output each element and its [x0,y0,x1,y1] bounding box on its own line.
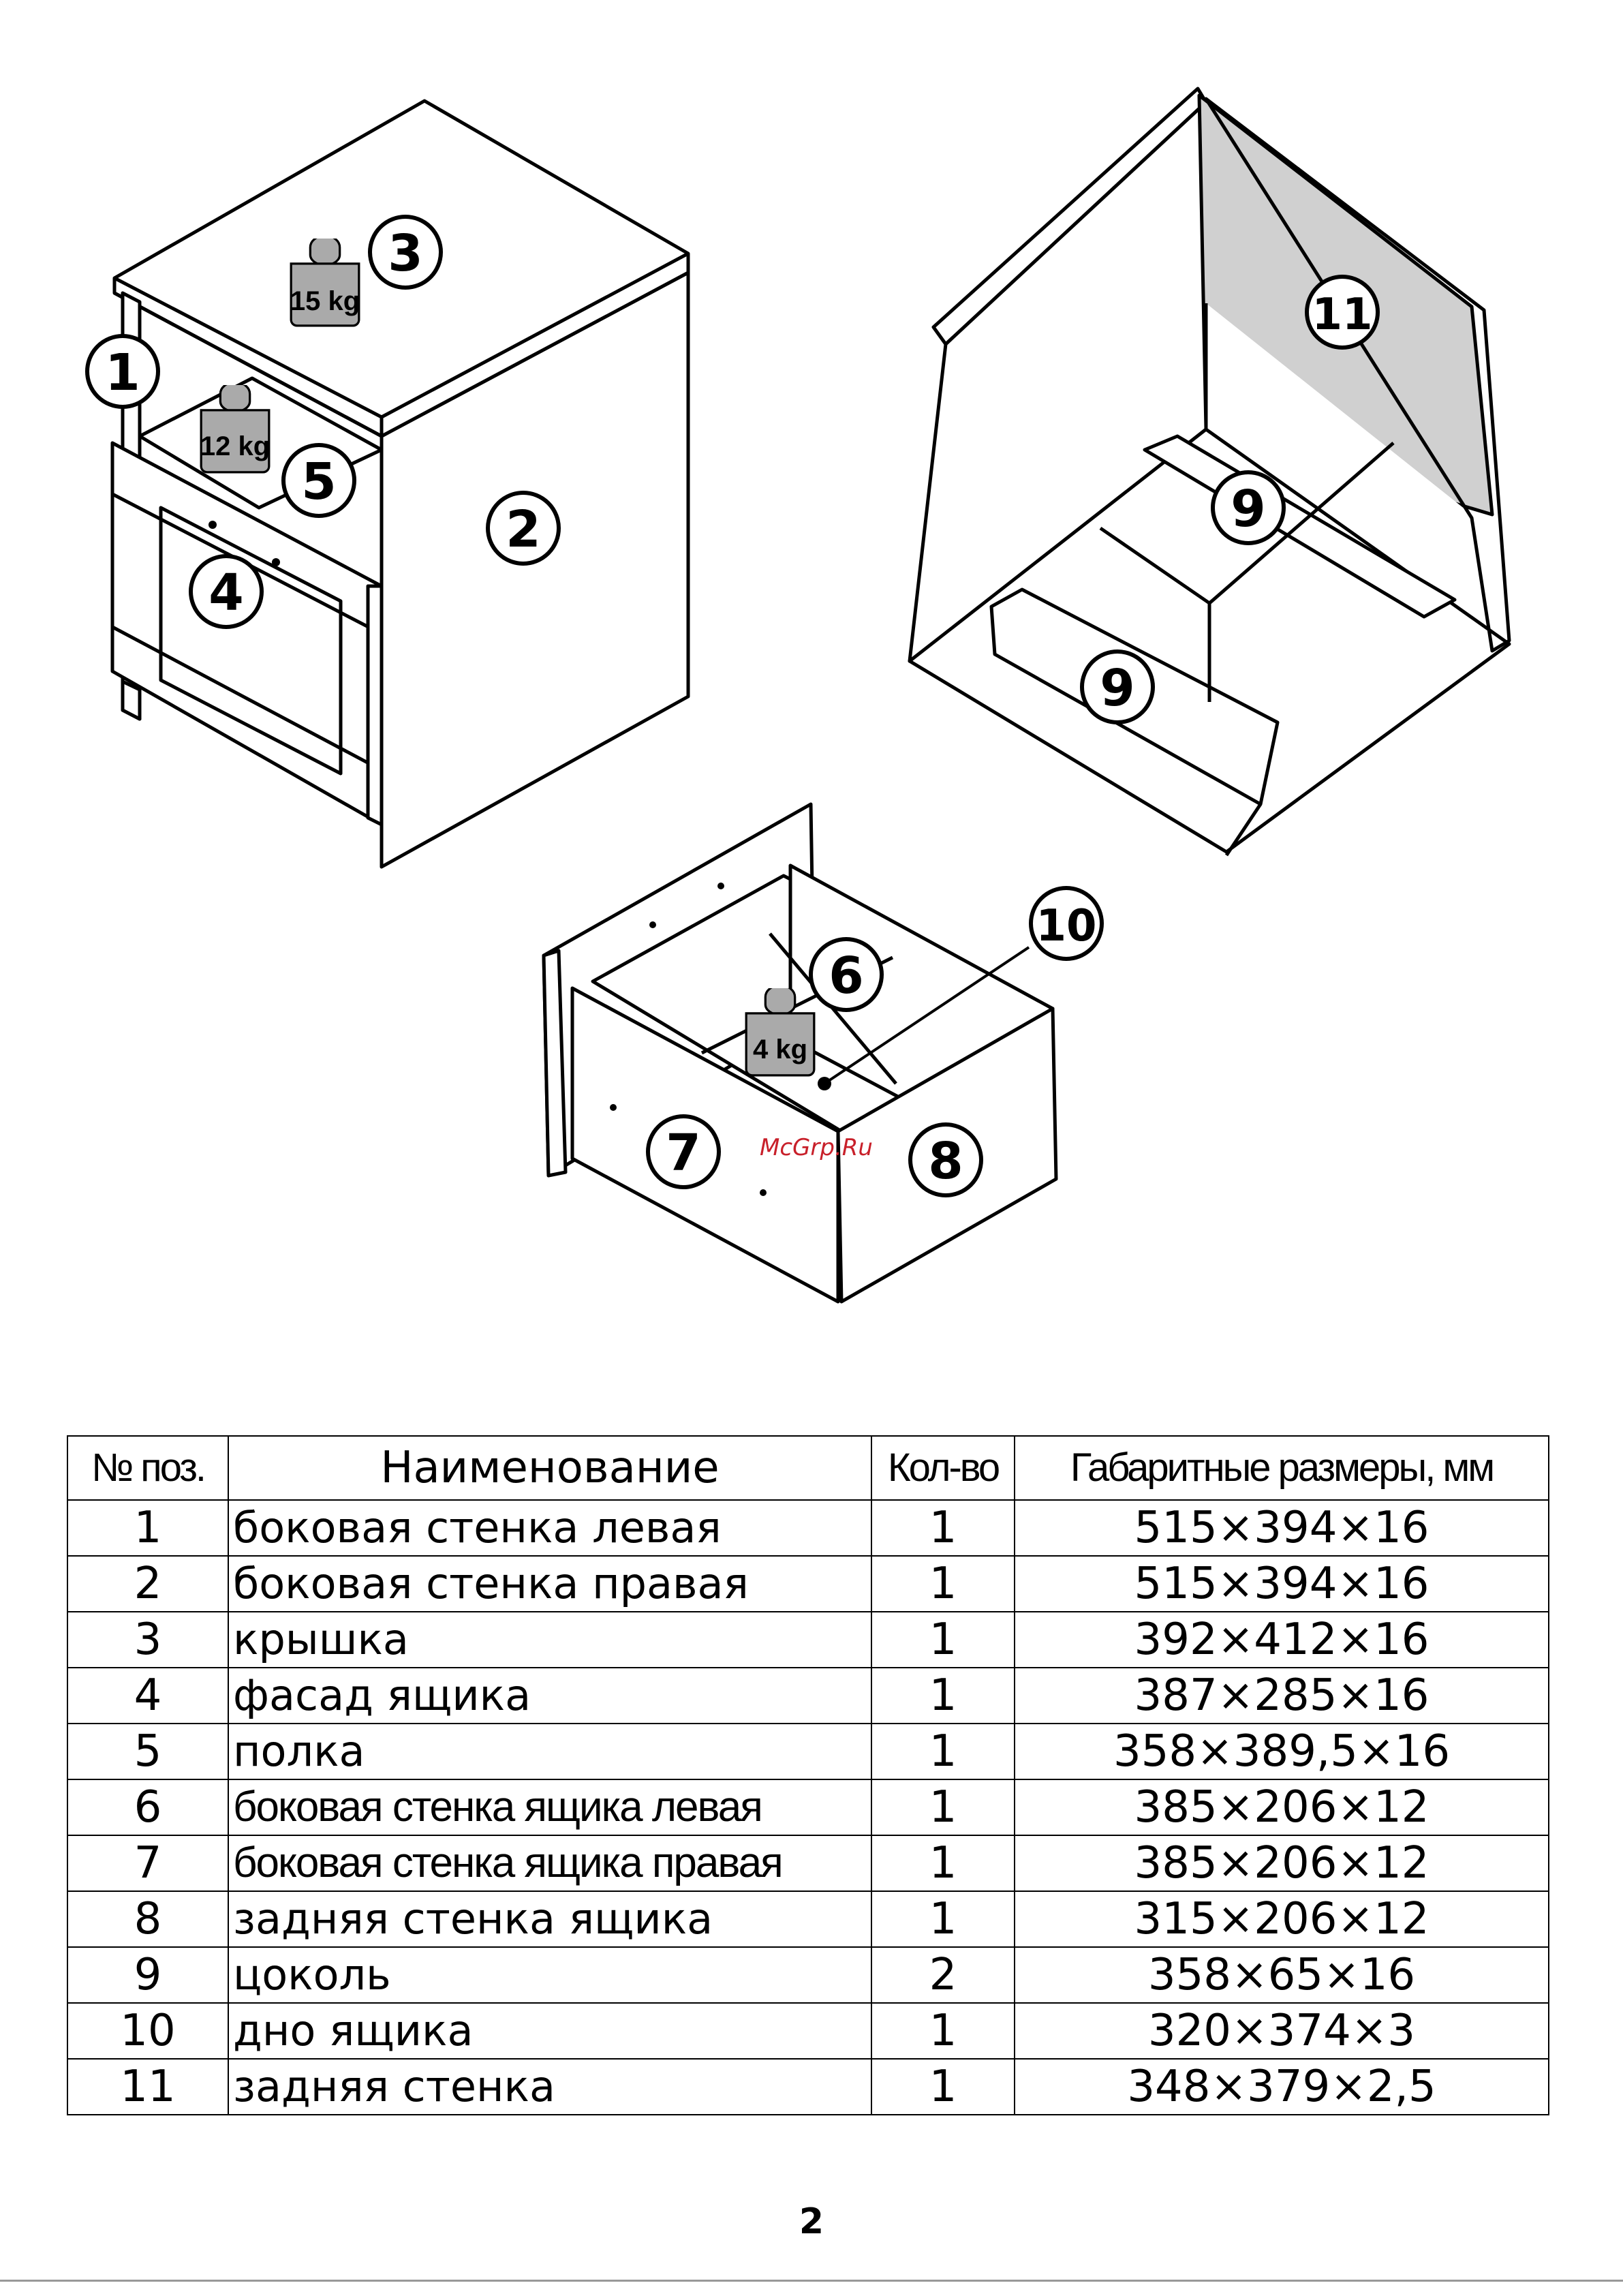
svg-text:6: 6 [829,947,864,1005]
cell-num: 2 [67,1555,229,1612]
callout-11 [1305,275,1380,350]
cell-name: задняя стенка [228,2058,872,2115]
header-num: № поз. [67,1435,229,1501]
cell-name: боковая стенка левая [228,1499,872,1557]
cell-qty: 1 [871,1779,1015,1836]
callout-7 [646,1114,721,1189]
header-dims: Габаритные размеры, мм [1014,1435,1549,1501]
cell-qty: 1 [871,2058,1015,2115]
svg-text:4 kg: 4 kg [753,1035,807,1065]
cell-name: боковая стенка ящика правая [228,1835,872,1892]
svg-text:5: 5 [301,453,337,511]
cell-dims: 515×394×16 [1014,1499,1549,1557]
svg-text:2: 2 [506,500,541,559]
cell-qty: 1 [871,1667,1015,1724]
svg-text:10: 10 [1036,901,1096,951]
cell-name: дно ящика [228,2002,872,2060]
header-qty: Кол-во [871,1435,1015,1501]
table-row: 1 боковая стенка левая 1 515×394×16 [67,1499,1549,1557]
svg-text:11: 11 [1312,290,1372,340]
callout-9a [1211,470,1286,545]
table-row: 5 полка 1 358×389,5×16 [67,1723,1549,1780]
cell-dims: 387×285×16 [1014,1667,1549,1724]
svg-text:7: 7 [666,1124,701,1182]
weight-icon-top: 15 kg [290,239,360,327]
watermark: McGrp.Ru [760,1134,873,1161]
cell-qty: 1 [871,1555,1015,1612]
cell-dims: 392×412×16 [1014,1611,1549,1668]
callout-4 [189,554,264,629]
cell-qty: 1 [871,2002,1015,2060]
svg-text:1: 1 [105,343,140,402]
callout-2 [486,491,561,566]
cell-dims: 315×206×12 [1014,1891,1549,1948]
cell-num: 6 [67,1779,229,1836]
nightstand-drawing [110,99,690,869]
table-row: 9 цоколь 2 358×65×16 [67,1946,1549,2004]
table-row: 10 дно ящика 1 320×374×3 [67,2002,1549,2060]
table-header-row: № поз. Наименование Кол-во Габаритные ра… [67,1435,1549,1501]
table-row: 6 боковая стенка ящика левая 1 385×206×1… [67,1779,1549,1836]
cell-name: боковая стенка ящика левая [228,1779,872,1836]
callout-5 [281,443,356,518]
table-row: 3 крышка 1 392×412×16 [67,1611,1549,1668]
cell-num: 9 [67,1946,229,2004]
cell-num: 3 [67,1611,229,1668]
page-number: 2 [799,2201,824,2242]
cell-num: 11 [67,2058,229,2115]
cell-dims: 515×394×16 [1014,1555,1549,1612]
cell-name: боковая стенка правая [228,1555,872,1612]
cell-dims: 320×374×3 [1014,2002,1549,2060]
svg-text:12 kg: 12 kg [200,431,270,461]
cell-name: фасад ящика [228,1667,872,1724]
cell-name: цоколь [228,1946,872,2004]
table-row: 8 задняя стенка ящика 1 315×206×12 [67,1891,1549,1948]
cell-num: 10 [67,2002,229,2060]
svg-text:4: 4 [208,564,244,622]
cell-dims: 358×389,5×16 [1014,1723,1549,1780]
parts-table: № поз. Наименование Кол-во Габаритные ра… [67,1435,1549,2115]
cell-dims: 348×379×2,5 [1014,2058,1549,2115]
cell-qty: 2 [871,1946,1015,2004]
cell-dims: 358×65×16 [1014,1946,1549,2004]
cell-num: 1 [67,1499,229,1557]
cell-num: 4 [67,1667,229,1724]
callout-10 [1029,886,1104,961]
cell-qty: 1 [871,1891,1015,1948]
callout-6 [809,937,884,1012]
cell-qty: 1 [871,1723,1015,1780]
cell-qty: 1 [871,1611,1015,1668]
callout-9b [1080,649,1155,724]
cell-num: 7 [67,1835,229,1892]
cell-name: задняя стенка ящика [228,1891,872,1948]
cell-num: 5 [67,1723,229,1780]
cell-dims: 385×206×12 [1014,1779,1549,1836]
cell-dims: 385×206×12 [1014,1835,1549,1892]
table-row: 11 задняя стенка 1 348×379×2,5 [67,2058,1549,2115]
table-row: 7 боковая стенка ящика правая 1 385×206×… [67,1835,1549,1892]
cell-num: 8 [67,1891,229,1948]
table-row: 4 фасад ящика 1 387×285×16 [67,1667,1549,1724]
header-name: Наименование [228,1435,872,1501]
svg-text:15 kg: 15 kg [290,286,360,316]
leader-line [823,946,1030,1085]
bottom-rule [0,2280,1623,2282]
svg-text:9: 9 [1231,480,1266,538]
callout-8 [908,1122,983,1197]
cell-name: крышка [228,1611,872,1668]
callouts [85,215,1380,1197]
weight-icon-shelf: 12 kg [200,385,270,474]
cell-qty: 1 [871,1499,1015,1557]
cell-name: полка [228,1723,872,1780]
cell-qty: 1 [871,1835,1015,1892]
svg-text:3: 3 [388,224,423,283]
table-row: 2 боковая стенка правая 1 515×394×16 [67,1555,1549,1612]
svg-text:9: 9 [1100,659,1135,718]
callout-3 [368,215,443,290]
weight-icon-drawer: 4 kg [745,988,816,1077]
carcass-drawing [908,87,1511,857]
callout-1 [85,334,160,409]
assembly-drawings: 15 kg 12 kg 4 kg 1 2 3 4 5 6 7 8 9 9 10 … [85,87,1511,1304]
svg-text:8: 8 [928,1132,963,1191]
